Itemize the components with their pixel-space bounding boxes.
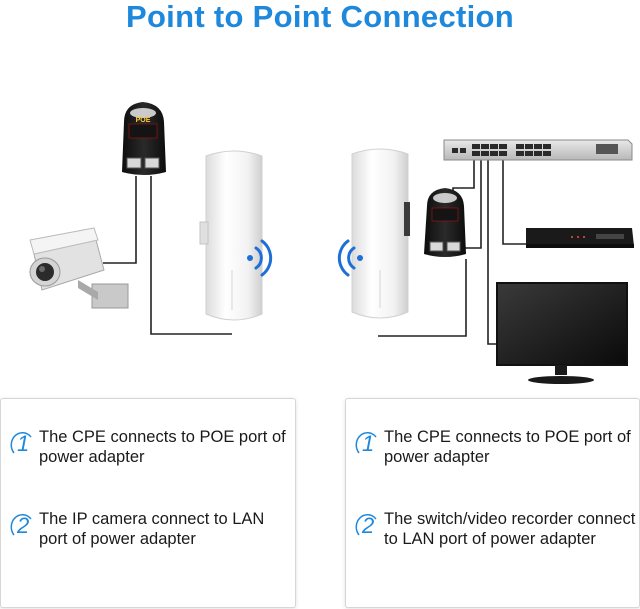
wifi-right-icon xyxy=(337,239,363,277)
ip-camera xyxy=(29,227,129,309)
poe-label: POE xyxy=(136,117,151,124)
right-instructions-card: 1 The CPE connects to POE port of power … xyxy=(345,398,640,608)
cable-switch-to-nvr xyxy=(502,158,526,245)
cable-poe-to-cpe-left xyxy=(150,176,232,335)
cpe-right xyxy=(351,148,410,319)
right-step-2-text: The switch/video recorder connect to LAN… xyxy=(384,510,636,548)
cable-switch-to-poe xyxy=(452,158,475,196)
cable-poe-to-camera xyxy=(103,176,137,264)
left-instructions-card: 1 The CPE connects to POE port of power … xyxy=(0,398,296,608)
left-step-2-text: The IP camera connect to LAN port of pow… xyxy=(39,510,265,548)
page-title: Point to Point Connection xyxy=(125,0,515,34)
step-number-2-icon: 2 xyxy=(9,511,35,541)
network-switch xyxy=(443,139,633,161)
step-number-1-icon: 1 xyxy=(354,429,380,459)
cable-cpe-right-to-poe xyxy=(378,259,467,337)
cable-switch-to-monitor xyxy=(487,158,497,345)
left-step-1-text: The CPE connects to POE port of power ad… xyxy=(39,428,286,466)
step-number-1-icon: 1 xyxy=(9,429,35,459)
cable-switch-to-poe-lan xyxy=(461,158,482,249)
cables xyxy=(103,158,526,345)
step-number-2-icon: 2 xyxy=(354,511,380,541)
poe-adapter-right xyxy=(424,188,466,257)
monitor xyxy=(496,282,628,384)
wifi-left-icon xyxy=(247,239,273,277)
poe-adapter-left: POE xyxy=(122,102,166,175)
connection-diagram: POE xyxy=(29,102,634,384)
video-recorder xyxy=(526,228,634,248)
cpe-left xyxy=(199,150,263,321)
right-step-1-text: The CPE connects to POE port of power ad… xyxy=(384,428,631,466)
